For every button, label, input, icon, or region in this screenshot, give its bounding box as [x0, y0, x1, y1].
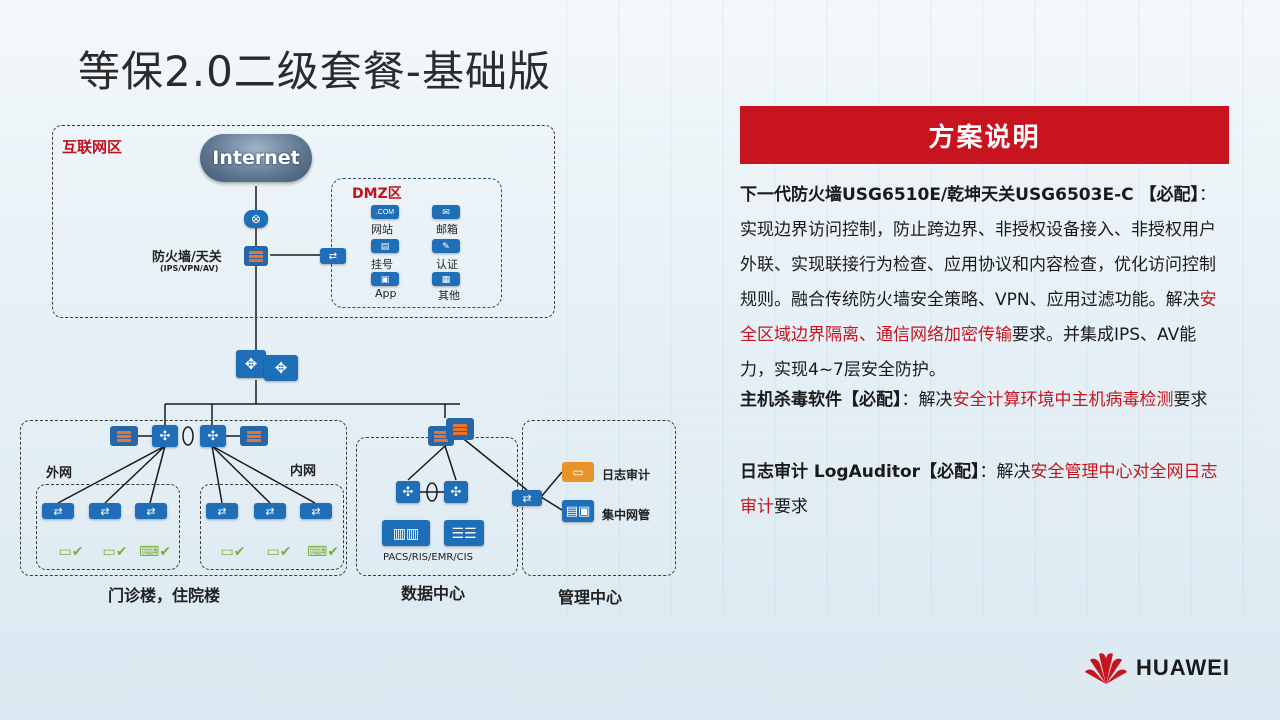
access-switch-icon: ⇄ [300, 503, 332, 519]
datacenter-switch-icon-2: ✣ [444, 481, 468, 503]
panel-p3-red: 安全管理中心对全网日志审计 [740, 462, 1218, 517]
log-audit-label: 日志审计 [602, 468, 651, 482]
zone-dmz [331, 178, 502, 308]
panel-desc-1: 下一代防火墙USG6510E/乾坤天关USG6503E-C 【必配】：实现边界访… [740, 178, 1230, 388]
panel-p1-red: 安全区域边界隔离、通信网络加密传输 [740, 290, 1217, 345]
dmz-item-auth: 认证 [436, 258, 458, 271]
terminal-icon: ▭✔ [58, 542, 84, 559]
laptop-icon: ⌨✔ [139, 542, 171, 559]
panel-desc-2: 主机杀毒软件【必配】：解决安全计算环境中主机病毒检测要求 [740, 383, 1230, 418]
log-audit-icon: ▭ [562, 462, 594, 482]
brand-name: HUAWEI [1136, 655, 1230, 680]
outer-agg-switch-icon: ✣ [152, 425, 178, 447]
datacenter-firewall-icon-2 [446, 418, 474, 440]
datacenter-sub-label: PACS/RIS/EMR/CIS [383, 552, 473, 563]
terminal-icon: ▭✔ [102, 542, 128, 559]
core-switch-icon-2: ✥ [264, 355, 298, 381]
terminal-icon: ▭✔ [266, 542, 292, 559]
register-server-icon: ▤ [371, 239, 399, 253]
zone-internet-label: 互联网区 [62, 138, 123, 156]
firewall-sub-label: (IPS/VPN/AV) [160, 264, 219, 273]
mgmt-label: 管理中心 [558, 588, 623, 607]
access-switch-icon: ⇄ [206, 503, 238, 519]
terminal-icon: ▭✔ [220, 542, 246, 559]
dmz-item-other: 其他 [438, 289, 460, 302]
huawei-petal-icon [1085, 653, 1127, 684]
internet-cloud-icon: Internet [200, 134, 312, 182]
auth-server-icon: ✎ [432, 239, 460, 253]
web-server-icon: .COM [371, 205, 399, 219]
panel-header: 方案说明 [740, 106, 1229, 164]
zone-clinic [20, 420, 347, 576]
panel-p2-tail: 要求 [1173, 390, 1208, 410]
firewall-label: 防火墙/天关 [152, 250, 222, 265]
router-icon: ⊗ [244, 210, 268, 228]
zone-outer [36, 484, 180, 570]
panel-p2-bold: 主机杀毒软件【必配】 [740, 390, 902, 410]
mgmt-switch-icon: ⇄ [512, 490, 542, 506]
laptop-icon: ⌨✔ [307, 542, 339, 559]
outer-net-label: 外网 [46, 466, 73, 481]
zone-inner [200, 484, 344, 570]
inner-net-label: 内网 [290, 464, 317, 479]
central-mgmt-label: 集中网管 [602, 508, 651, 522]
access-switch-icon: ⇄ [42, 503, 74, 519]
panel-p1-bold: 下一代防火墙USG6510E/乾坤天关USG6503E-C 【必配】 [740, 185, 1200, 205]
clinic-label: 门诊楼，住院楼 [108, 586, 221, 605]
inner-agg-switch-icon: ✣ [200, 425, 226, 447]
zone-mgmt [522, 420, 676, 576]
outer-firewall-icon [110, 426, 138, 446]
dmz-item-mail: 邮箱 [436, 223, 458, 236]
access-switch-icon: ⇄ [89, 503, 121, 519]
panel-p1-text: ：实现边界访问控制，防止跨边界、非授权设备接入、非授权用户外联、实现联接行为检查… [740, 185, 1217, 310]
inner-firewall-icon [240, 426, 268, 446]
panel-p2-red: 安全计算环境中主机病毒检测 [952, 390, 1174, 410]
firewall-icon [244, 246, 268, 266]
dmz-switch-icon: ⇄ [320, 248, 346, 264]
access-switch-icon: ⇄ [135, 503, 167, 519]
mail-server-icon: ✉ [432, 205, 460, 219]
access-switch-icon: ⇄ [254, 503, 286, 519]
panel-desc-3: 日志审计 LogAuditor【必配】：解决安全管理中心对全网日志审计要求 [740, 455, 1230, 525]
huawei-logo: HUAWEI [1084, 650, 1230, 686]
core-switch-icon: ✥ [236, 350, 266, 378]
panel-p2-text: ：解决 [901, 390, 953, 410]
panel-p3-text: ：解决 [979, 462, 1031, 482]
server-rack-icon: ▥▥ [382, 520, 430, 546]
app-server-icon: ▣ [371, 272, 399, 286]
internet-label: Internet [212, 147, 300, 169]
zone-dmz-label: DMZ区 [352, 186, 402, 202]
panel-p3-bold: 日志审计 LogAuditor【必配】 [740, 462, 980, 482]
datacenter-switch-icon: ✣ [396, 481, 420, 503]
dmz-item-web: 网站 [371, 223, 393, 236]
com-label: .COM [375, 208, 395, 216]
central-mgmt-icon: ▤▣ [562, 500, 594, 522]
panel-p1-tail: 要求。并集成IPS、AV能力，实现4~7层安全防护。 [740, 325, 1197, 380]
dmz-item-app: App [375, 287, 397, 300]
other-server-icon: ▦ [432, 272, 460, 286]
zone-internet [52, 125, 555, 318]
dmz-item-register: 挂号 [371, 258, 393, 271]
page-title: 等保2.0二级套餐-基础版 [78, 47, 551, 96]
panel-p3-tail: 要求 [774, 497, 808, 517]
storage-icon: ☰☰ [444, 520, 484, 546]
datacenter-label: 数据中心 [401, 584, 466, 603]
